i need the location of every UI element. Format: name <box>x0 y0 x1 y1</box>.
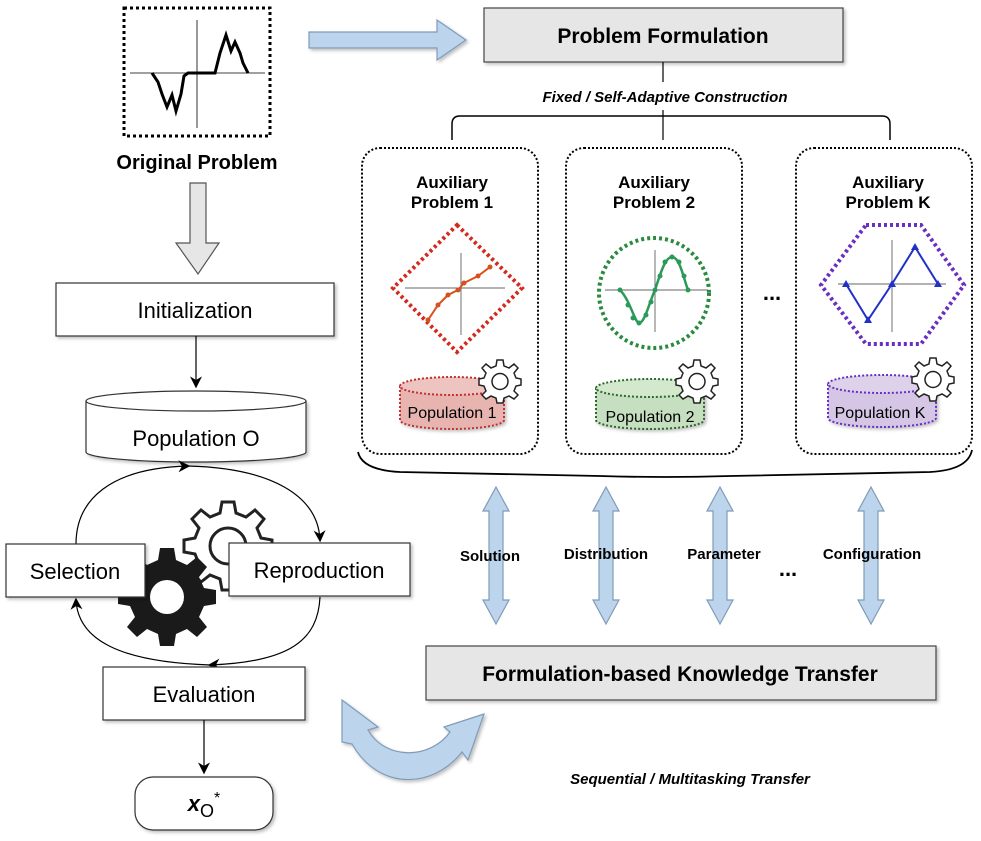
transfer-label-solution: Solution <box>460 548 520 565</box>
selection-box[interactable]: Selection <box>5 543 146 598</box>
original-problem-thumbnail <box>122 6 272 138</box>
reproduction-box[interactable]: Reproduction <box>228 542 411 597</box>
population-2-label: Population 2 <box>606 409 695 426</box>
problem-formulation-title: Problem Formulation <box>557 25 768 48</box>
population-o-cylinder[interactable]: Population O <box>85 390 307 463</box>
initialization-box[interactable]: Initialization <box>55 282 335 337</box>
curved-double-arrow-icon <box>341 698 485 781</box>
aux-problem-2-title-line2: Problem 2 <box>613 193 695 212</box>
result-box[interactable]: xO* <box>134 776 274 831</box>
aux-problem-1-title-line2: Problem 1 <box>411 193 493 212</box>
knowledge-transfer-box[interactable]: Formulation-based Knowledge Transfer <box>425 645 937 701</box>
problem-formulation-box[interactable]: Problem Formulation <box>483 7 844 63</box>
transfer-label-parameter: Parameter <box>687 546 761 563</box>
down-arrow-icon <box>174 182 221 276</box>
transfer-arrow-parameter <box>705 485 735 626</box>
population-1-label: Population 1 <box>408 405 497 422</box>
right-arrow-icon <box>308 18 468 62</box>
original-problem-label: Original Problem <box>116 152 277 174</box>
original-function-curve <box>150 30 250 117</box>
aux-problem-k-title-line2: Problem K <box>845 193 931 212</box>
aux-problem-k[interactable]: Auxiliary Problem K Population K <box>795 147 973 455</box>
gear-icon <box>675 359 719 404</box>
construction-label: Fixed / Self-Adaptive Construction <box>542 89 787 106</box>
selection-label: Selection <box>30 559 121 584</box>
transfer-label-distribution: Distribution <box>564 546 648 563</box>
reproduction-label: Reproduction <box>254 558 385 583</box>
aux-group-brace <box>357 449 973 478</box>
knowledge-transfer-title: Formulation-based Knowledge Transfer <box>482 663 878 686</box>
result-label: xO* <box>187 790 221 821</box>
aux-problem-2-title-line1: Auxiliary <box>618 173 690 192</box>
gear-icon <box>911 357 955 402</box>
transfer-mode-label: Sequential / Multitasking Transfer <box>570 771 811 788</box>
transfer-label-configuration: Configuration <box>823 546 921 563</box>
aux-problem-1-title-line1: Auxiliary <box>416 173 488 192</box>
gear-icon <box>478 359 522 404</box>
population-1-cylinder: Population 1 <box>399 376 505 430</box>
transfer-arrow-distribution <box>591 485 621 626</box>
aux-problem-1[interactable]: Auxiliary Problem 1 Population 1 <box>361 147 539 455</box>
initialization-label: Initialization <box>138 298 253 323</box>
aux-problem-k-title-line1: Auxiliary <box>852 173 924 192</box>
population-o-label: Population O <box>132 426 259 451</box>
transfer-ellipsis: ... <box>779 556 797 581</box>
transfer-arrow-solution <box>481 485 511 626</box>
aux-problem-2[interactable]: Auxiliary Problem 2 Population 2 <box>565 147 743 455</box>
transfer-arrow-configuration <box>856 485 886 626</box>
population-k-label: Population K <box>835 405 926 422</box>
evaluation-box[interactable]: Evaluation <box>102 666 306 721</box>
aux-ellipsis: ... <box>763 280 781 305</box>
evaluation-label: Evaluation <box>153 682 256 707</box>
